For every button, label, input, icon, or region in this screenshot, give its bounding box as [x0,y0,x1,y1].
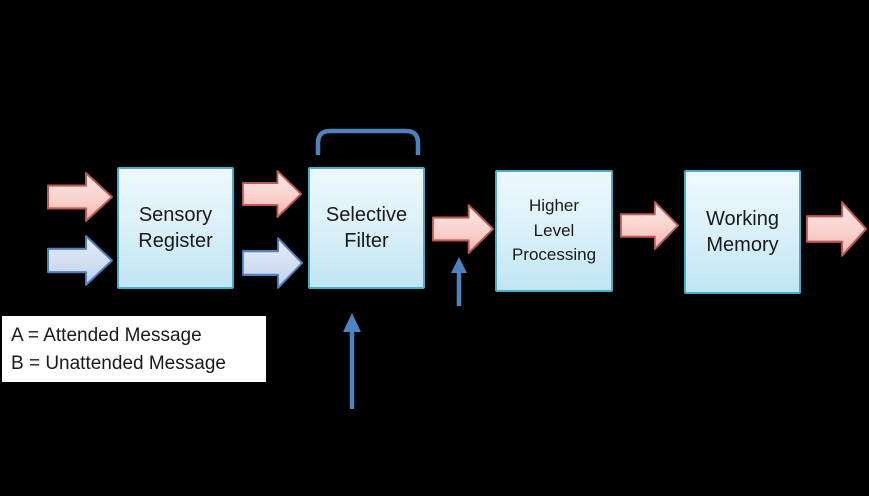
legend-box: A = Attended Message B = Unattended Mess… [2,316,266,382]
attention-arrow-long-icon [343,313,361,409]
higher-to-working-arrow-icon [620,201,679,250]
sensory-to-filter-arrow-a-icon [242,170,302,218]
filter-to-higher-arrow-icon [432,204,494,254]
sensory-to-filter-arrow-b-icon [242,237,303,289]
box-selective-filter-label: Selective Filter [325,204,408,252]
box-selective-filter: Selective Filter [308,167,425,289]
box-working-memory-label: Working Memory [706,208,779,256]
box-sensory-register: Sensory Register [117,167,234,289]
input-arrow-a-icon [47,172,113,222]
input-arrow-b-icon [47,235,113,286]
box-working-memory: Working Memory [684,170,801,294]
working-output-arrow-icon [806,201,867,257]
legend-attended-message: A = Attended Message [11,325,202,346]
box-higher-level-processing: Higher Level Processing [495,170,613,292]
box-sensory-register-label: Sensory Register [138,204,213,252]
box-higher-level-processing-label: Higher Level Processing [511,196,597,265]
filter-bracket-icon [315,128,421,155]
attention-arrow-short-icon [451,257,467,306]
legend-unattended-message: B = Unattended Message [11,353,226,374]
